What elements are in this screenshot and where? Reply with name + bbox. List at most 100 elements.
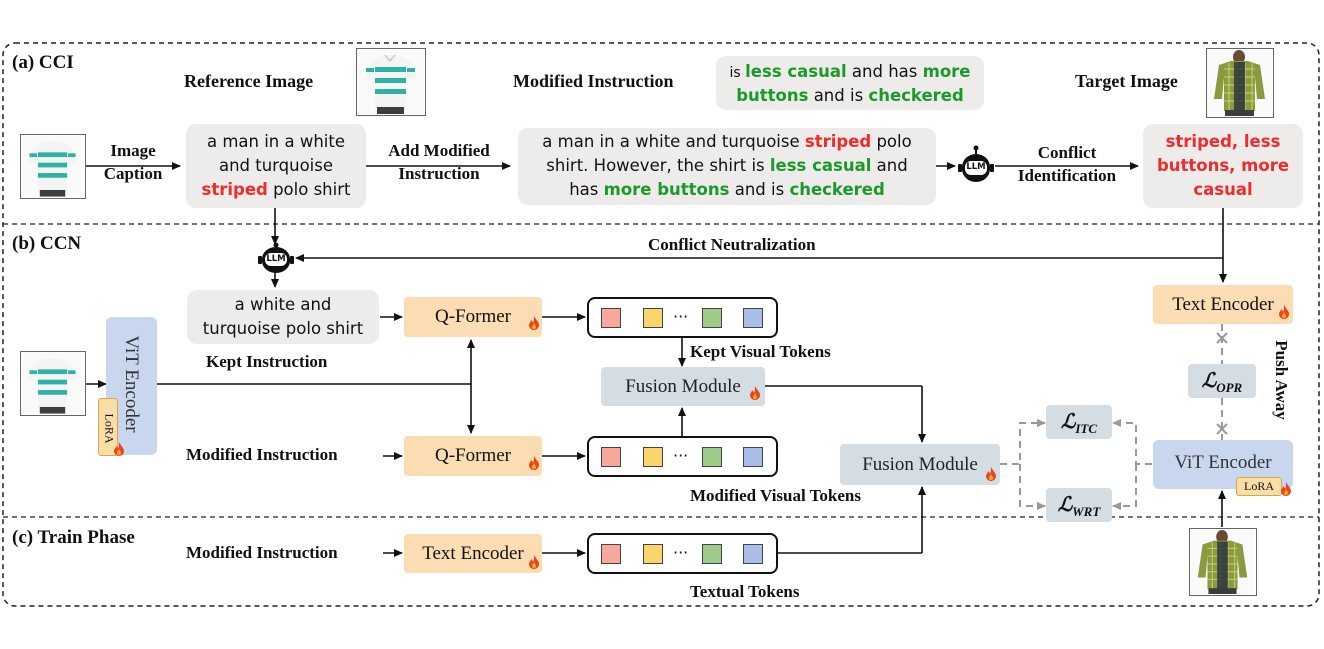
reference-image-ccn	[20, 351, 86, 416]
combined-more-buttons: more buttons	[603, 179, 730, 199]
caption-striped: striped	[201, 179, 268, 199]
llm-text-cci: LLM	[966, 162, 986, 172]
target-image-label: Target Image	[1075, 71, 1178, 91]
combined-line1a: a man in a white and turquoise	[542, 132, 805, 151]
modified-instruction-label-top: Modified Instruction	[513, 71, 674, 91]
conflict-line2: Identification	[1017, 165, 1117, 185]
fire-icon	[750, 386, 760, 400]
target-image-bottom	[1189, 528, 1257, 596]
shirt-checkered-icon	[1190, 529, 1255, 594]
loss-wrt-symbol: ℒ	[1057, 494, 1073, 516]
caption-bubble: a man in a white and turquoise striped p…	[186, 124, 366, 208]
target-image-top	[1206, 48, 1274, 118]
conflict-result-line1: striped, less	[1165, 132, 1281, 151]
shirt-striped-icon	[357, 49, 424, 114]
lora-badge-right: LoRA	[1236, 477, 1282, 496]
add-modified-instruction-label: Add Modified Instruction	[369, 140, 509, 186]
token-yellow	[643, 544, 663, 564]
loss-connections	[1000, 324, 1223, 510]
fusion-module-top: Fusion Module	[601, 367, 765, 406]
combined-line3a: has	[569, 179, 604, 199]
shirt-striped-icon	[21, 135, 84, 197]
token-blue	[743, 544, 763, 564]
instr-less-casual: less casual	[745, 62, 847, 81]
modified-instruction-label-train: Modified Instruction	[186, 543, 338, 562]
section-label-train: (c) Train Phase	[12, 527, 135, 548]
fire-icon	[529, 555, 539, 569]
shirt-checkered-icon	[1207, 49, 1272, 116]
reference-image-left	[20, 134, 86, 199]
loss-opr: ℒOPR	[1188, 364, 1256, 398]
instr-more: more	[922, 62, 971, 81]
fire-icon	[529, 456, 539, 470]
reference-image-top	[356, 48, 426, 116]
modified-visual-tokens-label: Modified Visual Tokens	[690, 486, 862, 505]
token-red	[601, 447, 621, 467]
text-encoder-train: Text Encoder	[404, 534, 542, 573]
loss-opr-symbol: ℒ	[1201, 370, 1217, 392]
instr-is: is	[729, 65, 746, 81]
image-caption-label: Image Caption	[92, 140, 174, 186]
vit-encoder-right-label: ViT Encoder	[1174, 452, 1272, 473]
combined-caption-bubble: a man in a white and turquoise striped p…	[518, 128, 936, 205]
fire-icon	[1281, 482, 1291, 496]
token-red	[601, 544, 621, 564]
text-encoder-right: Text Encoder	[1153, 285, 1293, 324]
image-caption-label-line2: Caption	[103, 163, 163, 183]
section-label-ccn: (b) CCN	[12, 233, 82, 254]
caption-line1: a man in a white	[206, 132, 346, 151]
caption-line2: and turquoise	[218, 155, 334, 175]
loss-wrt: ℒWRT	[1046, 488, 1112, 522]
textual-tokens-row: ···	[587, 533, 778, 574]
token-yellow	[643, 308, 663, 328]
combined-line2a: shirt. However, the shirt is	[546, 155, 770, 175]
modified-instruction-bubble: is less casual and has more buttons and …	[716, 56, 984, 110]
combined-line1b: polo	[871, 132, 912, 151]
combined-checkered: checkered	[789, 179, 885, 199]
add-modified-line2: Instruction	[398, 163, 480, 183]
loss-itc: ℒITC	[1046, 405, 1112, 439]
shirt-striped-icon	[21, 352, 84, 414]
token-yellow	[643, 447, 663, 467]
token-green	[702, 544, 722, 564]
robot-icon	[958, 145, 994, 182]
kept-line2: turquoise polo shirt	[202, 318, 364, 338]
lora-badge-left: LoRA	[98, 398, 118, 456]
conflict-result-bubble: striped, less buttons, more casual	[1143, 124, 1303, 208]
vit-encoder-left-label: ViT Encoder	[121, 335, 142, 433]
token-green	[702, 308, 722, 328]
token-dots: ···	[673, 446, 689, 465]
kept-visual-tokens-label: Kept Visual Tokens	[690, 342, 831, 361]
conflict-identification-label: Conflict Identification	[998, 142, 1136, 188]
combined-line3b: and is	[729, 179, 790, 199]
combined-striped: striped	[804, 132, 872, 151]
instr-and-has: and has	[846, 62, 923, 81]
modified-visual-tokens-row: ···	[587, 436, 778, 477]
kept-instruction-bubble: a white and turquoise polo shirt	[187, 290, 379, 344]
kept-instruction-label: Kept Instruction	[206, 352, 328, 371]
caption-polo: polo shirt	[267, 179, 351, 199]
instr-buttons: buttons	[736, 85, 809, 105]
token-blue	[743, 308, 763, 328]
conflict-result-line2: buttons, more	[1156, 155, 1290, 175]
kept-line1: a white and	[234, 295, 332, 314]
instr-and-is: and is	[808, 85, 869, 105]
fusion-module-main: Fusion Module	[840, 444, 1000, 485]
push-away-crosses	[1216, 332, 1228, 435]
modified-instruction-label-ccn: Modified Instruction	[186, 445, 338, 464]
loss-opr-subscript: OPR	[1216, 380, 1243, 395]
fire-icon	[114, 442, 124, 456]
combined-line2b: and	[871, 155, 908, 175]
token-green	[702, 447, 722, 467]
conflict-neutralization-label: Conflict Neutralization	[648, 235, 816, 254]
loss-wrt-subscript: WRT	[1072, 504, 1101, 519]
loss-itc-symbol: ℒ	[1060, 411, 1076, 433]
reference-image-label: Reference Image	[184, 71, 314, 91]
combined-less-casual: less casual	[769, 155, 872, 175]
llm-text-ccn: LLM	[266, 254, 286, 264]
token-dots: ···	[673, 543, 689, 562]
outer-frame	[2, 42, 1320, 607]
token-dots: ···	[673, 307, 689, 326]
